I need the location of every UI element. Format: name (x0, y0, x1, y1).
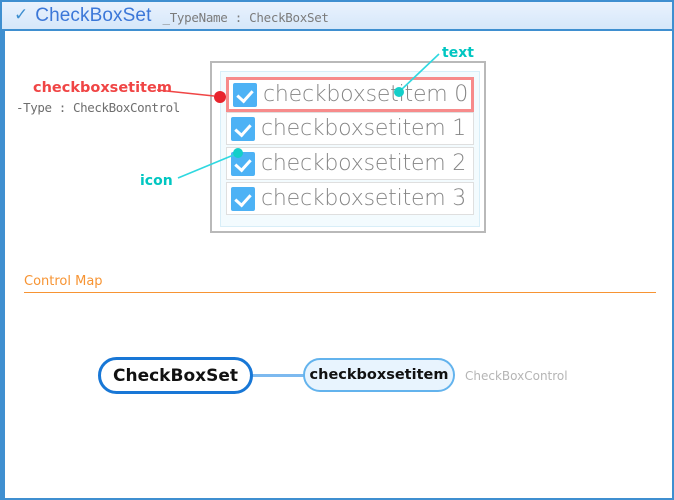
checkbox-item-label: checkboxsetitem 0 (263, 82, 469, 107)
checkmark-icon: ✓ (14, 5, 29, 25)
page-title: CheckBoxSet (35, 4, 152, 26)
control-preview-frame: checkboxsetitem 0 checkboxsetitem 1 chec… (210, 61, 486, 233)
left-accent-strip (2, 31, 5, 498)
checkbox-item-3[interactable]: checkboxsetitem 3 (226, 182, 474, 215)
annotation-label-type: -Type : CheckBoxControl (16, 100, 180, 115)
checkbox-item-1[interactable]: checkboxsetitem 1 (226, 112, 474, 145)
annotation-label-icon: icon (140, 173, 173, 189)
checkbox-item-2[interactable]: checkboxsetitem 2 (226, 147, 474, 180)
node-child-type-label: CheckBoxControl (465, 369, 568, 383)
checkbox-item-label: checkboxsetitem 3 (261, 186, 467, 211)
checkbox-item-label: checkboxsetitem 1 (261, 116, 467, 141)
annotation-label-text: text (442, 45, 474, 61)
checkbox-checked-icon[interactable] (233, 82, 257, 107)
node-checkboxset[interactable]: CheckBoxSet (98, 357, 253, 394)
typename-label: _TypeName : CheckBoxSet (162, 10, 329, 25)
checkbox-checked-icon[interactable] (231, 186, 255, 211)
node-connector-line (252, 374, 305, 377)
checkbox-checked-icon[interactable] (231, 151, 255, 176)
checkboxset-container: checkboxsetitem 0 checkboxsetitem 1 chec… (220, 71, 480, 227)
node-checkboxsetitem[interactable]: checkboxsetitem (303, 358, 455, 392)
checkbox-item-label: checkboxsetitem 2 (261, 151, 467, 176)
header-bar: ✓ CheckBoxSet _TypeName : CheckBoxSet (2, 2, 672, 31)
annotation-label-checkboxsetitem: checkboxsetitem (33, 80, 172, 96)
checkbox-item-0[interactable]: checkboxsetitem 0 (226, 77, 474, 112)
control-map-section-title: Control Map (24, 274, 103, 289)
control-map-divider (24, 292, 656, 293)
checkbox-checked-icon[interactable] (231, 116, 255, 141)
